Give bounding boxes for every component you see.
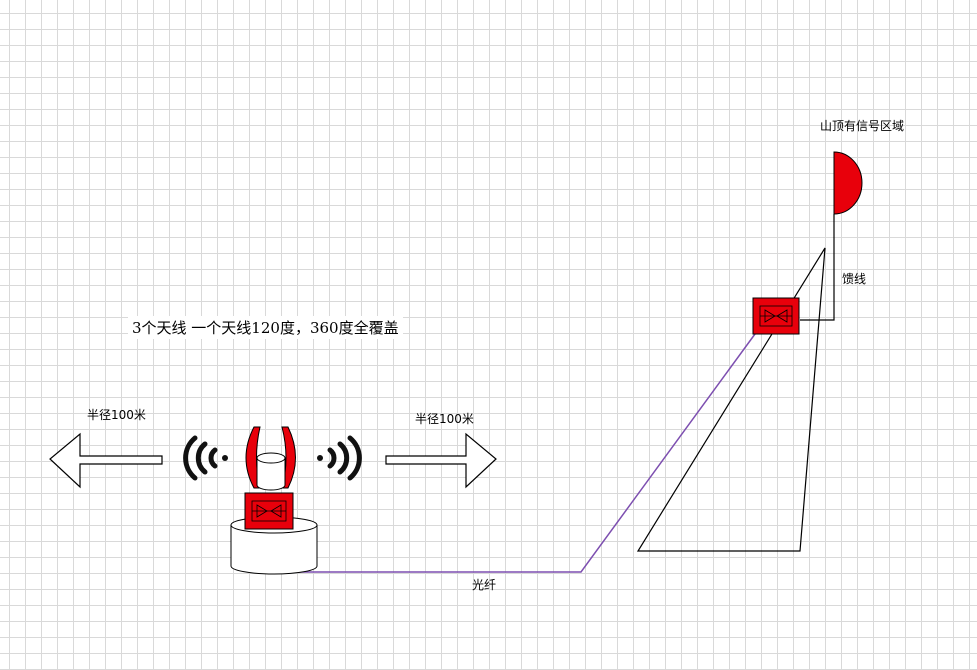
coverage-caption: 3个天线 一个天线120度，360度全覆盖 [128,316,403,339]
wifi-wave-icon [183,435,228,481]
arrow-right-icon [385,432,497,489]
repeater-box-icon [752,297,800,335]
radius-left-label: 半径100米 [87,408,146,422]
repeater-box-icon [244,492,294,530]
arrow-left-icon [49,432,163,489]
mountain-signal-area-label: 山顶有信号区域 [820,119,905,133]
feeder-line [800,214,835,321]
feeder-label: 馈线 [842,272,867,286]
dish-antenna-icon [833,151,863,215]
fiber-label: 光纤 [472,578,497,592]
antenna-panel-icon [245,426,296,491]
radius-right-label: 半径100米 [415,412,474,426]
wifi-wave-icon [317,435,362,481]
mountain-shape [636,247,826,552]
